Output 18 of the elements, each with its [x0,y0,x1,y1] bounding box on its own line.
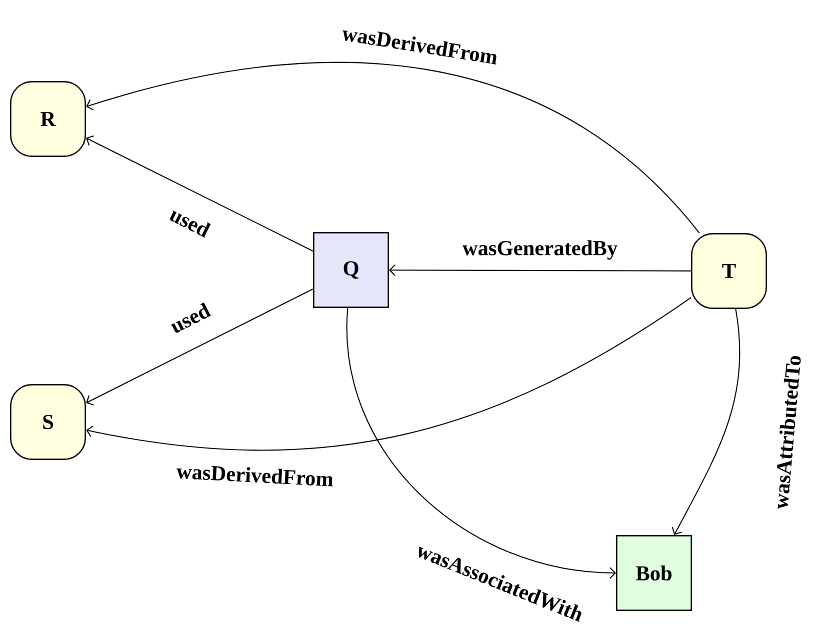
rounded-box: R [10,81,86,157]
arrow [86,297,692,451]
rounded-box: T [691,233,767,309]
edge-label: used [170,302,212,333]
square-box: Bob [616,535,692,611]
arrow [86,62,700,234]
arrow [346,308,616,579]
arrow [86,135,314,252]
arrow [672,308,740,535]
edge-label: used [170,210,211,238]
rounded-box: S [10,384,86,460]
edge-label: wasGeneratedBy [462,240,618,260]
edge-label: wasDerivedFrom [176,466,333,486]
arrow [86,288,314,406]
edge-label: wasAttributedTo [777,356,801,509]
edge-label: wasDerivedFrom [342,30,496,64]
square-box: Q [313,232,389,308]
arrow [389,264,692,276]
